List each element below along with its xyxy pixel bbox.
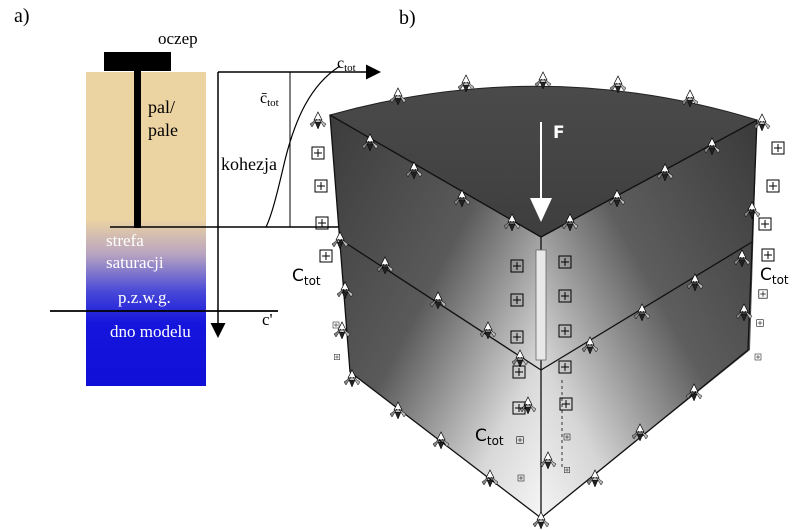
- c-bar-tot-label: c̄tot: [260, 90, 279, 109]
- c-tot-left-label: Ctot: [292, 266, 321, 288]
- model-left-face: [330, 115, 541, 518]
- cohesion-curve: [265, 65, 341, 228]
- panel-b: b) F: [292, 7, 789, 530]
- pile-cap-label: oczep: [158, 29, 198, 48]
- pile-label-line1: pal/: [148, 97, 175, 117]
- model-pile: [535, 249, 547, 361]
- c-tot-right-label: Ctot: [760, 265, 789, 287]
- panel-b-label: b): [399, 7, 416, 29]
- water-table-label: p.z.w.g.: [118, 288, 171, 307]
- pile-cap: [104, 52, 171, 71]
- saturation-label-line1: strefa: [106, 231, 144, 250]
- cohesion-label: kohezja: [221, 154, 277, 174]
- c-tot-axis-label: ctot: [337, 55, 356, 74]
- model-bottom-label: dno modelu: [110, 322, 191, 341]
- pile-shaft: [134, 70, 141, 228]
- c-tot-bottom-label: Ctot: [475, 426, 504, 448]
- pile-label-line2: pale: [148, 120, 178, 140]
- c-prime-label: c': [262, 310, 273, 329]
- panel-a: a) oczep pal/ pale ctot c̄tot kohezja st…: [14, 5, 381, 386]
- force-label: F: [553, 123, 565, 143]
- panel-a-label: a): [14, 5, 30, 27]
- model-right-face: [541, 120, 757, 518]
- saturation-label-line2: saturacji: [106, 253, 164, 272]
- force-arrow-head: [530, 198, 552, 222]
- model-top-face: [328, 85, 759, 238]
- soil-column: [86, 72, 206, 386]
